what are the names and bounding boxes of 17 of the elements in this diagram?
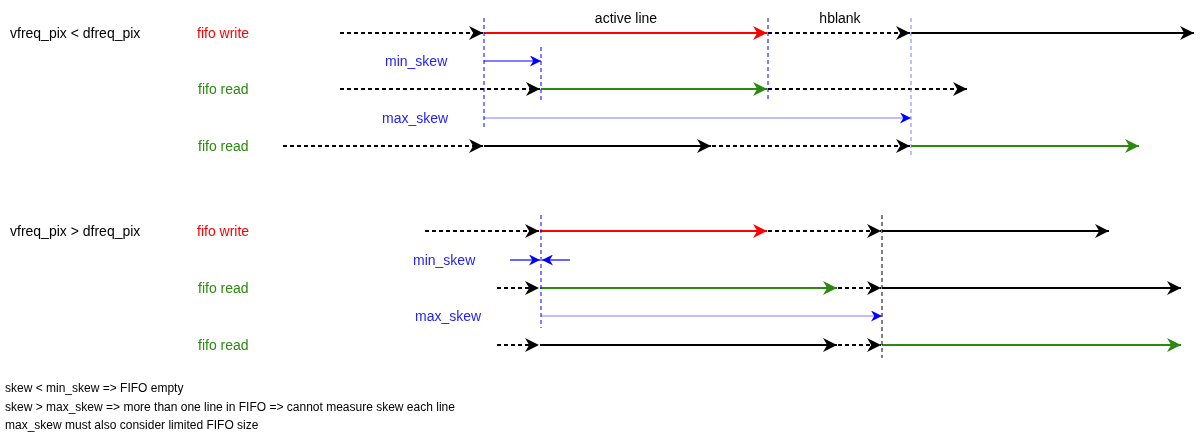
signal-label: fifo write xyxy=(197,24,250,42)
interval-label: active line xyxy=(594,9,658,27)
skew-label: min_skew xyxy=(413,251,476,269)
signal-label: fifo read xyxy=(198,279,249,297)
signal-label: fifo write xyxy=(197,222,250,240)
signal-label: fifo read xyxy=(198,336,249,354)
note-text: skew < min_skew => FIFO empty xyxy=(5,382,184,396)
interval-label: hblank xyxy=(819,9,861,27)
skew-label: max_skew xyxy=(415,307,482,325)
skew-label: max_skew xyxy=(382,109,449,127)
note-text: max_skew must also consider limited FIFO size xyxy=(5,419,259,433)
skew-label: min_skew xyxy=(385,52,448,70)
note-text: skew > max_skew => more than one line in FIFO => cannot measure skew each line xyxy=(5,401,455,415)
signal-label: fifo read xyxy=(198,137,249,155)
row-label: vfreq_pix < dfreq_pix xyxy=(10,24,141,42)
signal-label: fifo read xyxy=(198,80,249,98)
row-label: vfreq_pix > dfreq_pix xyxy=(10,222,141,240)
